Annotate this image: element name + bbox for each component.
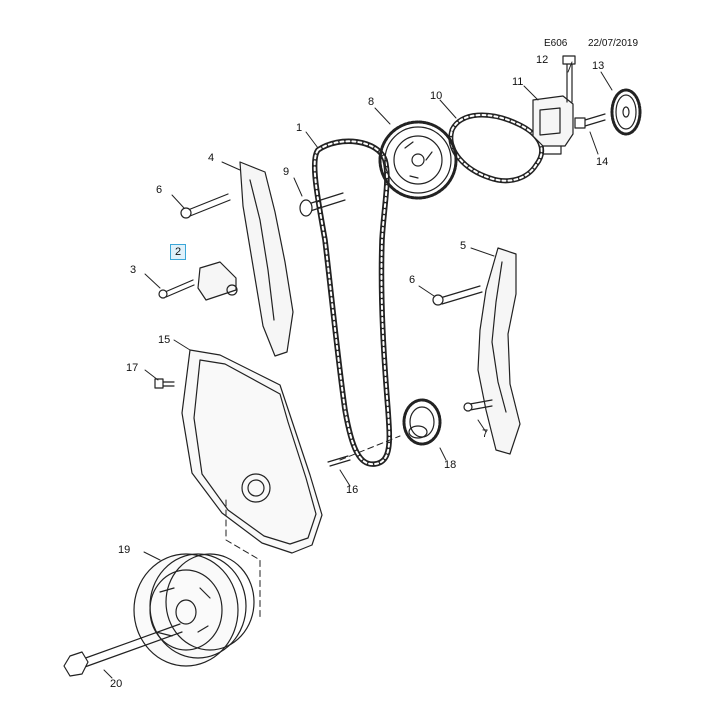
chain-guide-right: [477, 247, 521, 455]
crankshaft-pulley: [133, 553, 255, 667]
dowel-16: [327, 455, 351, 467]
callout-14: 14: [596, 156, 609, 168]
hydraulic-tensioner: [197, 261, 238, 301]
callout-2-highlighted[interactable]: 2: [170, 244, 187, 260]
leader-lines: [103, 61, 613, 679]
callout-15: 15: [158, 334, 171, 346]
callout-9: 9: [283, 166, 290, 178]
callout-6-upper: 6: [156, 184, 163, 196]
bolt-20: [63, 623, 183, 677]
callout-20: 20: [110, 678, 123, 690]
diagram-date: 22/07/2019: [588, 38, 639, 49]
callout-16: 16: [346, 484, 359, 496]
callout-8: 8: [368, 96, 375, 108]
callout-11: 11: [512, 76, 524, 88]
diagram-code: E606: [544, 38, 568, 49]
callout-3: 3: [130, 264, 137, 276]
callout-19: 19: [118, 544, 131, 556]
crankshaft-sprocket: [402, 398, 442, 446]
timing-chain: [311, 138, 393, 467]
callout-5: 5: [460, 240, 467, 252]
alignment-lines: [225, 435, 401, 621]
bolt-12: [562, 55, 576, 103]
callout-4: 4: [208, 152, 215, 164]
callout-12: 12: [536, 54, 549, 66]
callout-1: 1: [296, 122, 303, 134]
pivot-bolt-9: [299, 192, 346, 217]
timing-cover: [181, 349, 323, 554]
callout-13: 13: [592, 60, 605, 72]
callout-10: 10: [430, 90, 443, 102]
chain-tensioner-bracket: [532, 95, 574, 155]
bolt-17: [154, 378, 175, 389]
camshaft-sprocket: [378, 120, 458, 200]
bolt-14: [574, 113, 606, 129]
callout-17: 17: [126, 362, 139, 374]
bolt-6-upper: [180, 193, 231, 219]
bolt-7: [463, 399, 493, 412]
callout-7: 7: [482, 428, 489, 440]
bolt-3: [158, 279, 195, 299]
pump-sprocket: [610, 88, 642, 136]
bolt-6-lower: [432, 285, 483, 306]
chain-guide-left: [239, 161, 294, 357]
auxiliary-chain: [448, 112, 544, 184]
callout-6-lower: 6: [409, 274, 416, 286]
callout-18: 18: [444, 459, 457, 471]
